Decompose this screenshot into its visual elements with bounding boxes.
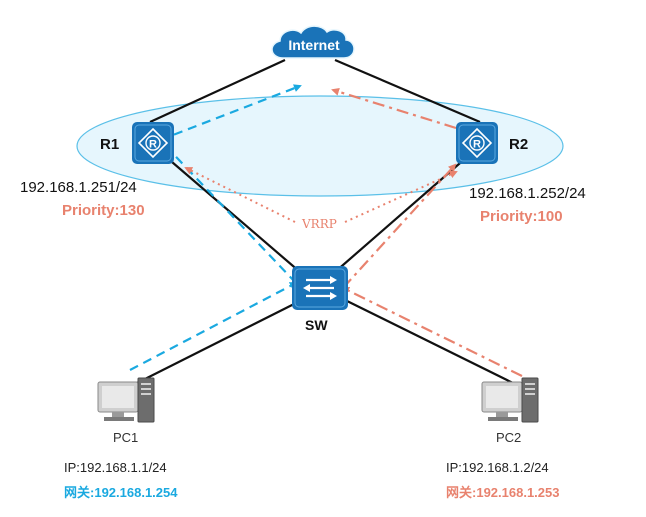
vrrp-advertisement-lines	[184, 167, 458, 223]
router-r1-priority: Priority:130	[62, 202, 145, 219]
master-traffic-path	[129, 84, 302, 371]
router-r1-label: R1	[100, 136, 120, 153]
vrrp-group-ellipse	[76, 95, 564, 197]
pc2-gateway: 网关:192.168.1.253	[446, 486, 559, 499]
pc2-gateway-address: 192.168.1.253	[476, 485, 560, 500]
link-sw-pc2	[344, 299, 516, 385]
pc1-gateway: 网关:192.168.1.254	[64, 486, 177, 499]
pc1-computer-icon	[97, 377, 155, 423]
pc1-name: PC1	[113, 430, 139, 445]
red-path-sw-r2	[342, 163, 457, 289]
internet-cloud-icon	[271, 25, 355, 59]
router-r1-ip: 192.168.1.251/24	[20, 179, 137, 196]
switch-label: SW	[305, 317, 328, 333]
router-r2-ip: 192.168.1.252/24	[469, 185, 586, 202]
vrrp-line-to-r1	[184, 167, 296, 223]
blue-path-r1-internet	[159, 84, 302, 142]
blue-path-pc1-sw	[129, 282, 298, 371]
pc1-gateway-address: 192.168.1.254	[94, 485, 178, 500]
pc1-gateway-prefix: 网关:	[64, 485, 95, 500]
backup-traffic-path	[331, 87, 523, 377]
pc1-ip: IP:192.168.1.1/24	[64, 460, 167, 475]
blue-path-sw-r1	[159, 139, 297, 284]
router-r2-icon: R	[456, 122, 498, 164]
internet-label: Internet	[288, 37, 340, 53]
vrrp-line-to-r2	[344, 170, 458, 223]
vrrp-label: VRRP	[302, 217, 337, 231]
pc2-ip: IP:192.168.1.2/24	[446, 460, 549, 475]
red-path-pc2-sw	[341, 287, 523, 377]
pc2-gateway-prefix: 网关:	[446, 485, 477, 500]
red-path-r2-internet	[331, 87, 457, 130]
link-sw-pc1	[134, 299, 303, 385]
link-internet-r2	[334, 58, 481, 124]
router-r1-icon: R	[132, 122, 174, 164]
pc2-name: PC2	[496, 430, 522, 445]
router-r2-label: R2	[509, 136, 529, 153]
router-r2-priority: Priority:100	[480, 208, 563, 225]
svg-text:R: R	[473, 139, 481, 151]
switch-icon	[292, 266, 348, 310]
pc2-computer-icon	[481, 377, 539, 423]
svg-text:R: R	[149, 139, 157, 151]
link-internet-r1	[149, 59, 286, 123]
